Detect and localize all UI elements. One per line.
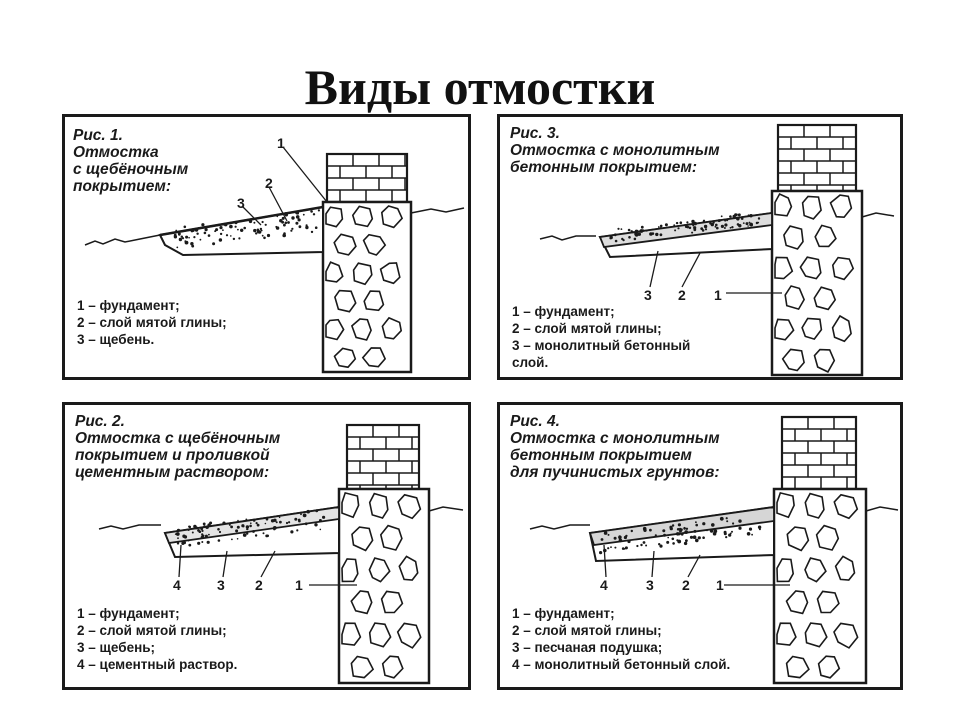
legend-item: 2 – слой мятой глины;: [512, 321, 662, 336]
diagram-panel-fig2: Рис. 2. Отмостка с щебёночным покрытием …: [62, 402, 471, 690]
fig4-caption: Рис. 4. Отмостка с монолитным бетонным п…: [510, 413, 720, 481]
label-1: 1: [716, 577, 724, 593]
leader-2: [681, 252, 701, 288]
label-3: 3: [237, 195, 245, 211]
brick-wall: [325, 152, 409, 204]
legend-item: 2 – слой мятой глины;: [512, 623, 662, 638]
label-1: 1: [714, 287, 722, 303]
leader-4: [603, 544, 607, 578]
label-4: 4: [173, 577, 181, 593]
concrete-slab: [588, 505, 775, 546]
leader-3: [651, 550, 655, 578]
label-2: 2: [265, 175, 273, 191]
leader-2: [687, 554, 701, 578]
fig2-caption: Рис. 2. Отмостка с щебёночным покрытием …: [75, 413, 280, 481]
foundation-stones: [325, 205, 404, 369]
leader-2: [260, 550, 276, 578]
legend-item: 2 – слой мятой глины;: [77, 623, 227, 638]
fig-caption-text: Отмостка с монолитным бетонным покрытием…: [510, 430, 720, 481]
ground-line: [84, 234, 161, 246]
fig1-legend: 1 – фундамент; 2 – слой мятой глины; 3 –…: [77, 297, 227, 348]
brick-wall: [780, 415, 858, 491]
legend-item: 3 – щебень;: [77, 640, 156, 655]
concrete-texture: [609, 213, 761, 243]
foundation: [321, 200, 413, 374]
diagram-panel-fig3: Рис. 3. Отмостка с монолитным бетонным п…: [497, 114, 903, 380]
label-2: 2: [255, 577, 263, 593]
label-2: 2: [682, 577, 690, 593]
ground-line-right: [861, 212, 895, 218]
ground-line-right: [428, 506, 464, 512]
leader-2: [268, 186, 288, 222]
leader-3: [242, 206, 262, 226]
fig-caption-text: Отмостка с монолитным бетонным покрытием…: [510, 142, 720, 176]
label-3: 3: [646, 577, 654, 593]
fig-caption-text: Отмостка с щебёночным покрытием:: [73, 144, 189, 195]
diagram-panel-fig1: Рис. 1. Отмостка с щебёночным покрытием:…: [62, 114, 471, 380]
legend-item: 1 – фундамент;: [77, 606, 180, 621]
sand-texture: [599, 516, 762, 555]
leader-3: [649, 250, 659, 288]
fig-number: Рис. 3.: [510, 125, 560, 142]
gravel-surface: [159, 205, 324, 237]
label-1: 1: [277, 135, 285, 151]
leader-1: [282, 146, 328, 203]
legend-item: 1 – фундамент;: [512, 606, 615, 621]
fig2-legend: 1 – фундамент; 2 – слой мятой глины; 3 –…: [77, 605, 237, 673]
label-2: 2: [678, 287, 686, 303]
legend-item: 3 – монолитный бетонный: [512, 338, 691, 353]
brick-wall: [345, 423, 421, 491]
brick-wall: [776, 123, 858, 193]
legend-item: 2 – слой мятой глины;: [77, 315, 227, 330]
foundation-stones: [341, 491, 422, 679]
foundation: [772, 487, 868, 685]
legend-item: 1 – фундамент;: [512, 304, 615, 319]
foundation-stones: [774, 192, 855, 373]
fig-number: Рис. 1.: [73, 127, 123, 144]
page-title: Виды отмостки: [304, 59, 656, 115]
legend-item: 3 – песчаная подушка;: [512, 640, 663, 655]
label-4: 4: [600, 577, 608, 593]
ground-line: [539, 235, 596, 241]
fig4-drawing: [529, 415, 899, 685]
label-3: 3: [217, 577, 225, 593]
foundation: [770, 189, 864, 377]
legend-item: 4 – монолитный бетонный слой.: [512, 657, 731, 672]
legend-item: 4 – цементный раствор.: [77, 657, 238, 672]
fig-number: Рис. 2.: [75, 413, 125, 430]
ground-line-right: [410, 207, 465, 214]
legend-item: слой.: [512, 355, 549, 370]
legend-item: 1 – фундамент;: [77, 298, 180, 313]
fig2-drawing: [98, 423, 464, 685]
foundation-stones: [776, 491, 859, 679]
ground-line-right: [865, 506, 899, 512]
label-1: 1: [295, 577, 303, 593]
ground-line: [98, 524, 161, 530]
legend-item: 3 – щебень.: [77, 332, 155, 347]
fig-caption-text: Отмостка с щебёночным покрытием и пролив…: [75, 430, 281, 481]
fig3-caption: Рис. 3. Отмостка с монолитным бетонным п…: [510, 125, 720, 176]
fig1-caption: Рис. 1. Отмостка с щебёночным покрытием:: [73, 127, 188, 195]
fig1-drawing: [84, 146, 465, 374]
gravel-fill: [174, 509, 326, 547]
fig3-legend: 1 – фундамент; 2 – слой мятой глины; 3 –…: [512, 303, 690, 371]
leader-3: [222, 550, 228, 578]
concrete-slab: [598, 211, 773, 248]
fig-number: Рис. 4.: [510, 413, 560, 430]
fig3-drawing: [539, 123, 895, 377]
fig4-legend: 1 – фундамент; 2 – слой мятой глины; 3 –…: [512, 605, 730, 673]
label-3: 3: [644, 287, 652, 303]
leader-4: [178, 544, 182, 578]
foundation: [337, 487, 431, 685]
diagram-panel-fig4: Рис. 4. Отмостка с монолитным бетонным п…: [497, 402, 903, 690]
ground-line: [529, 524, 590, 530]
